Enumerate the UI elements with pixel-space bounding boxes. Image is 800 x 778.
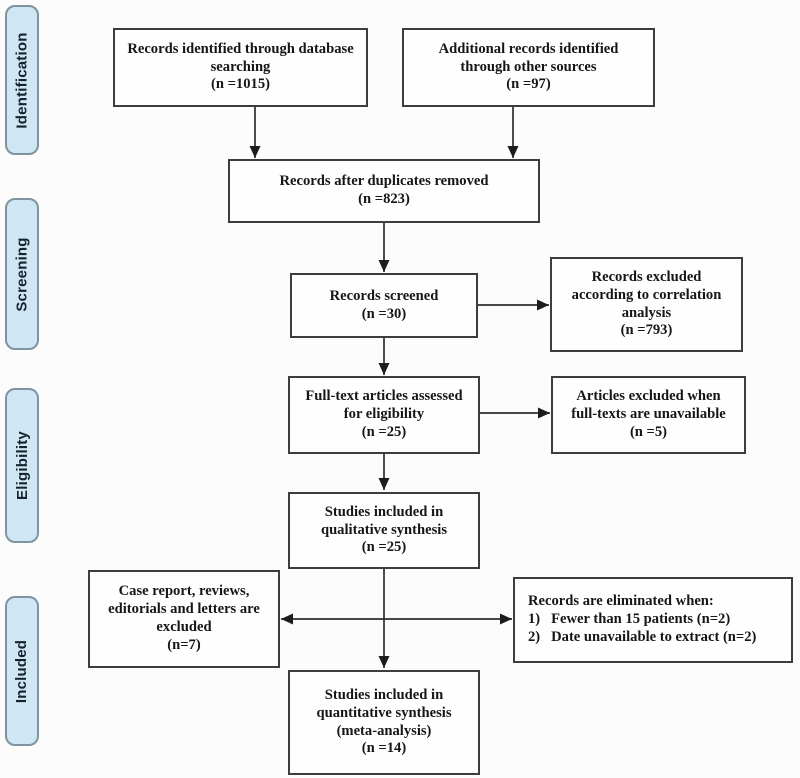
box-records-eliminated: Records are eliminated when: 1) Fewer th… [513, 577, 793, 663]
box-excluded-correlation-text: Records excluded according to correlatio… [571, 268, 722, 339]
box-excluded-unavailable-text: Articles excluded when full-texts are un… [571, 388, 726, 440]
box-records-eliminated-text: Records are eliminated when: 1) Fewer th… [528, 593, 757, 645]
box-records-screened-text: Records screened (n =30) [329, 287, 439, 322]
stage-identification-label: Identification [13, 31, 31, 129]
box-case-reports-excluded-text: Case report, reviews, editorials and let… [108, 583, 260, 653]
box-quantitative-synthesis-text: Studies included in quantitative synthes… [316, 686, 452, 757]
box-case-reports-excluded: Case report, reviews, editorials and let… [88, 570, 280, 668]
box-database-records-text: Records identified through database sear… [127, 40, 354, 93]
box-records-screened: Records screened (n =30) [290, 273, 478, 338]
box-other-sources-text: Additional records identified through ot… [438, 40, 619, 93]
box-database-records: Records identified through database sear… [113, 28, 368, 107]
stage-screening: Screening [5, 198, 39, 350]
box-after-duplicates: Records after duplicates removed (n =823… [228, 159, 540, 223]
box-other-sources: Additional records identified through ot… [402, 28, 655, 107]
stage-eligibility-label: Eligibility [13, 431, 31, 500]
box-fulltext-assessed-text: Full-text articles assessed for eligibil… [305, 388, 463, 440]
stage-identification: Identification [5, 5, 39, 155]
stage-screening-label: Screening [13, 236, 31, 312]
stage-included-label: Included [13, 639, 31, 703]
box-excluded-unavailable: Articles excluded when full-texts are un… [551, 376, 746, 454]
stage-included: Included [5, 596, 39, 746]
box-qualitative-synthesis: Studies included in qualitative synthesi… [288, 492, 480, 569]
box-after-duplicates-text: Records after duplicates removed (n =823… [279, 173, 489, 207]
box-qualitative-synthesis-text: Studies included in qualitative synthesi… [320, 503, 448, 556]
box-fulltext-assessed: Full-text articles assessed for eligibil… [288, 376, 480, 454]
box-excluded-correlation: Records excluded according to correlatio… [550, 257, 743, 352]
stage-eligibility: Eligibility [5, 388, 39, 543]
box-quantitative-synthesis: Studies included in quantitative synthes… [288, 670, 480, 775]
